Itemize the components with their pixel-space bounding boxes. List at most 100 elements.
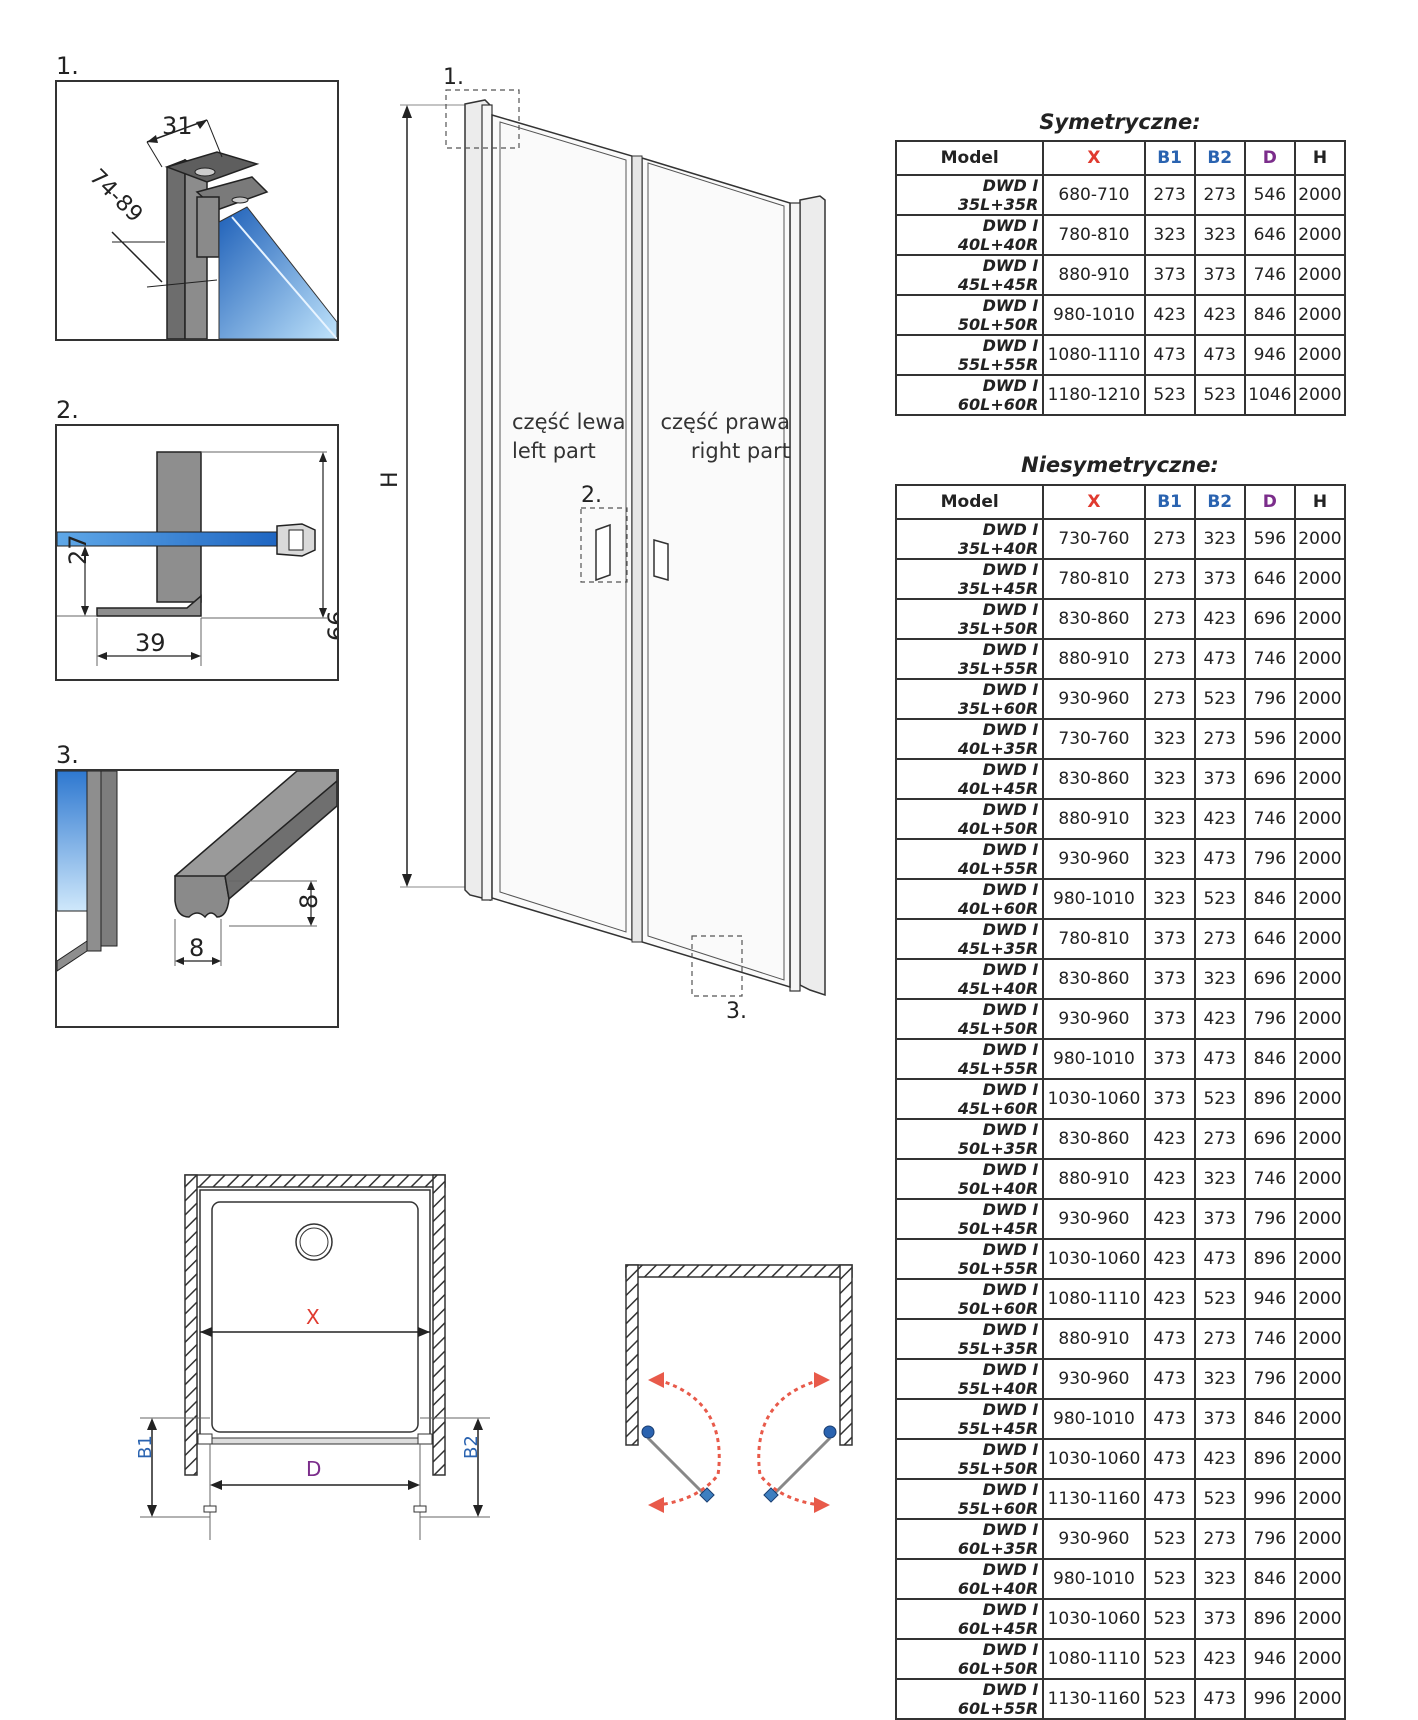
cell-x: 1080-1110 <box>1042 334 1146 376</box>
cell-model: DWD I 45L+40R <box>894 958 1045 1000</box>
cell-d: 846 <box>1243 294 1296 336</box>
cell-b1: 423 <box>1143 1278 1196 1320</box>
cell-h: 2000 <box>1293 518 1347 560</box>
cell-model: DWD I 40L+55R <box>894 838 1045 880</box>
cell-x: 980-1010 <box>1042 294 1146 336</box>
cell-d: 946 <box>1243 334 1296 376</box>
cell-d: 696 <box>1243 758 1296 800</box>
cell-h: 2000 <box>1293 558 1347 600</box>
cell-h: 2000 <box>1293 678 1347 720</box>
cell-model: DWD I 45L+60R <box>894 1078 1045 1120</box>
plan-b1-label: B1 <box>135 1435 156 1459</box>
cell-b1: 423 <box>1143 294 1196 336</box>
cell-b1: 473 <box>1143 1438 1196 1480</box>
door-callout-1: 1. <box>443 65 464 90</box>
left-part-pl: część lewa <box>512 410 626 434</box>
cell-x: 880-910 <box>1042 1318 1146 1360</box>
symmetric-header-row: Model X B1 B2 D H <box>894 140 1347 176</box>
cell-h: 2000 <box>1293 1398 1347 1440</box>
plan-view: X D B1 B2 <box>135 1174 490 1540</box>
detail-1-drawing: 31 74-89 <box>84 112 337 339</box>
detail-3-panel: 8 8 <box>55 769 339 1028</box>
cell-x: 1080-1110 <box>1042 1278 1146 1320</box>
cell-model: DWD I 50L+60R <box>894 1278 1045 1320</box>
cell-model: DWD I 60L+60R <box>894 374 1045 416</box>
dim-74-89: 74-89 <box>84 165 147 228</box>
detail-1-number: 1. <box>56 52 79 80</box>
cell-b2: 473 <box>1193 638 1246 680</box>
header-model: Model <box>894 484 1045 520</box>
cell-b2: 323 <box>1193 1158 1246 1200</box>
cell-b1: 323 <box>1143 214 1196 256</box>
cell-b2: 473 <box>1193 1038 1246 1080</box>
cell-h: 2000 <box>1293 1078 1347 1120</box>
cell-h: 2000 <box>1293 958 1347 1000</box>
cell-b1: 273 <box>1143 518 1196 560</box>
cell-b2: 423 <box>1193 798 1246 840</box>
cell-d: 696 <box>1243 598 1296 640</box>
cell-h: 2000 <box>1293 254 1347 296</box>
cell-b2: 373 <box>1193 1198 1246 1240</box>
cell-d: 796 <box>1243 1358 1296 1400</box>
cell-d: 746 <box>1243 638 1296 680</box>
header-model: Model <box>894 140 1045 176</box>
cell-h: 2000 <box>1293 374 1347 416</box>
cell-model: DWD I 35L+60R <box>894 678 1045 720</box>
cell-x: 680-710 <box>1042 174 1146 216</box>
cell-model: DWD I 35L+40R <box>894 518 1045 560</box>
detail-1-panel: 31 74-89 <box>55 80 339 341</box>
plan-b2-label: B2 <box>461 1435 482 1459</box>
cell-b1: 273 <box>1143 598 1196 640</box>
cell-b2: 523 <box>1193 1478 1246 1520</box>
cell-b2: 423 <box>1193 1438 1246 1480</box>
cell-x: 980-1010 <box>1042 1558 1146 1600</box>
dim-39: 39 <box>135 629 166 657</box>
cell-model: DWD I 45L+55R <box>894 1038 1045 1080</box>
cell-b1: 423 <box>1143 1198 1196 1240</box>
cell-b2: 473 <box>1193 334 1246 376</box>
cell-b2: 373 <box>1193 1398 1246 1440</box>
cell-b2: 523 <box>1193 1078 1246 1120</box>
cell-h: 2000 <box>1293 294 1347 336</box>
cell-b2: 323 <box>1193 958 1246 1000</box>
cell-b1: 423 <box>1143 1158 1196 1200</box>
cell-d: 546 <box>1243 174 1296 216</box>
cell-x: 780-810 <box>1042 214 1146 256</box>
cell-d: 746 <box>1243 1318 1296 1360</box>
cell-d: 646 <box>1243 214 1296 256</box>
right-part-pl: część prawa <box>660 410 790 434</box>
cell-model: DWD I 60L+55R <box>894 1678 1045 1720</box>
right-part-en: right part <box>690 439 790 463</box>
detail-2-drawing: 66 27 39 <box>57 451 337 666</box>
cell-h: 2000 <box>1293 918 1347 960</box>
cell-d: 846 <box>1243 1558 1296 1600</box>
cell-d: 946 <box>1243 1638 1296 1680</box>
cell-model: DWD I 45L+45R <box>894 254 1045 296</box>
asymmetric-header-row: Model X B1 B2 D H <box>894 484 1347 520</box>
cell-model: DWD I 50L+45R <box>894 1198 1045 1240</box>
cell-x: 880-910 <box>1042 638 1146 680</box>
dim-31: 31 <box>162 112 193 140</box>
cell-b2: 273 <box>1193 718 1246 760</box>
cell-b1: 273 <box>1143 678 1196 720</box>
dim-27: 27 <box>64 534 92 565</box>
cell-b2: 273 <box>1193 1118 1246 1160</box>
cell-d: 896 <box>1243 1438 1296 1480</box>
cell-b1: 373 <box>1143 254 1196 296</box>
cell-b1: 523 <box>1143 374 1196 416</box>
cell-x: 980-1010 <box>1042 1398 1146 1440</box>
cell-model: DWD I 60L+35R <box>894 1518 1045 1560</box>
